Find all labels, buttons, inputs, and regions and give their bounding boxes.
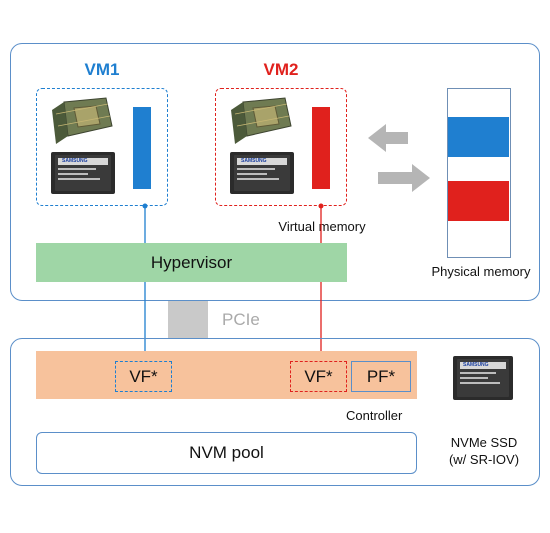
vm1-title: VM1 <box>84 60 120 79</box>
physical-memory-column <box>447 88 511 258</box>
vm1-ssd-icon: SAMSUNG <box>50 151 116 195</box>
vm2-virtual-memory-bar <box>312 107 330 189</box>
hypervisor-label: Hypervisor <box>150 252 233 272</box>
vf2-box: VF* <box>290 361 347 392</box>
physical-memory-block-vm1 <box>448 117 509 157</box>
vm2-ssd-brand: SAMSUNG <box>241 158 267 164</box>
physical-memory-block-vm2 <box>448 181 509 221</box>
host-panel <box>10 43 540 301</box>
nvme-ssd-brand: SAMSUNG <box>463 362 489 368</box>
nvm-pool-label: NVM pool <box>189 443 264 462</box>
vm2-box <box>215 88 347 206</box>
vm1-virtual-memory-bar <box>133 107 151 189</box>
pf-label: PF* <box>366 366 396 386</box>
hypervisor-bar: Hypervisor <box>36 243 347 282</box>
vm2-title: VM2 <box>263 60 299 79</box>
nvme-ssd-label-line2: (w/ SR-IOV) <box>448 452 520 467</box>
device-panel <box>10 338 540 486</box>
pcie-label: PCIe <box>222 310 260 329</box>
vm1-ssd-brand: SAMSUNG <box>62 158 88 164</box>
vm1-cpu-icon <box>50 96 114 146</box>
physical-memory-label: Physical memory <box>431 264 531 279</box>
nvm-pool-box: NVM pool <box>36 432 417 474</box>
nvme-ssd-label-line1: NVMe SSD <box>450 435 518 450</box>
vm1-box <box>36 88 168 206</box>
vf1-box: VF* <box>115 361 172 392</box>
virtual-memory-label: Virtual memory <box>278 219 366 234</box>
pcie-connector <box>168 301 208 338</box>
arrow-right-icon <box>378 164 430 192</box>
vf1-label: VF* <box>129 366 158 386</box>
vf2-label: VF* <box>304 366 333 386</box>
controller-label: Controller <box>346 408 403 423</box>
arrow-left-icon <box>368 124 408 152</box>
pf-box: PF* <box>351 361 411 392</box>
vm2-cpu-icon <box>229 96 293 146</box>
nvme-ssd-label: NVMe SSD (w/ SR-IOV) <box>432 434 536 468</box>
nvme-ssd-icon: SAMSUNG <box>452 355 514 401</box>
vm2-ssd-icon: SAMSUNG <box>229 151 295 195</box>
